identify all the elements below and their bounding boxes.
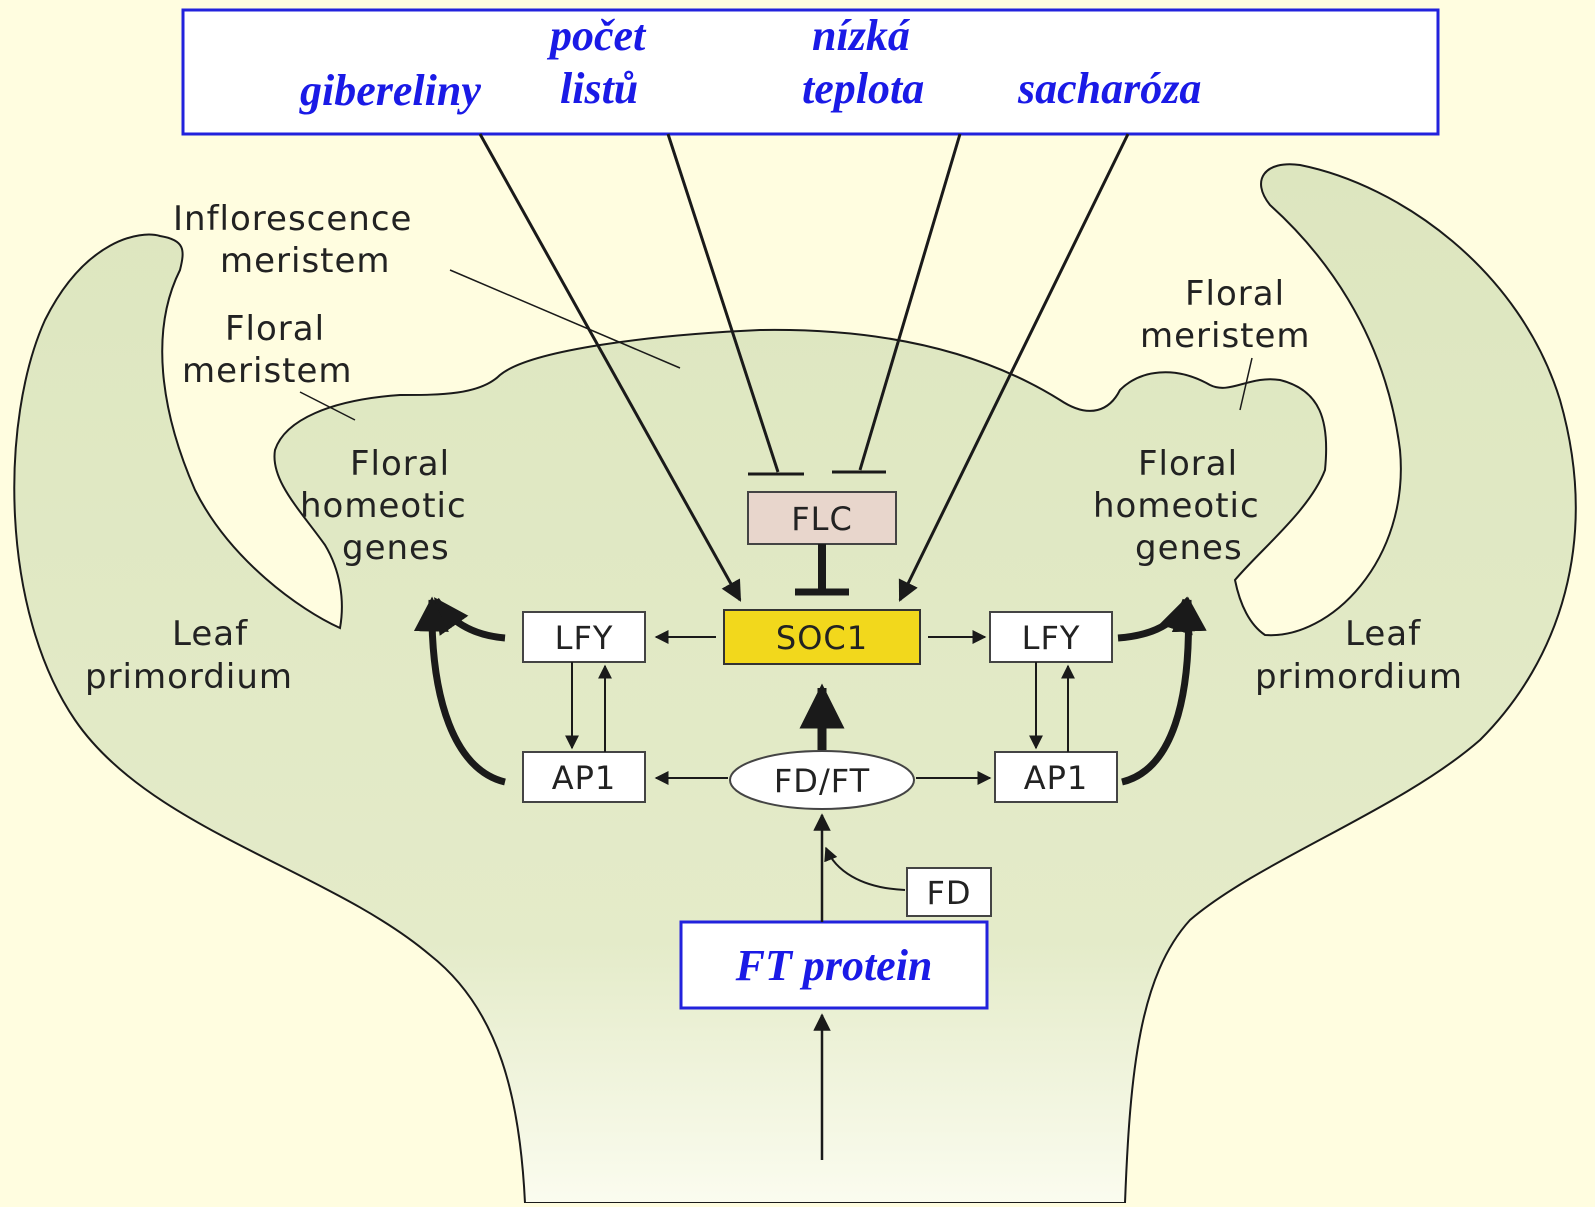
fd-label: FD xyxy=(926,874,971,912)
inflorescence-meristem-label-line1: Inflorescence xyxy=(173,199,412,239)
factor-nizka-teplota-line1: nízká xyxy=(812,11,911,60)
leaf-primordium-left-label-line1: Leaf xyxy=(172,614,248,654)
ap1-left-label: AP1 xyxy=(552,759,617,797)
lfy-left-label: LFY xyxy=(555,619,614,657)
ap1-right-label: AP1 xyxy=(1024,759,1089,797)
floral-homeotic-left-label-line2: homeotic xyxy=(300,486,467,526)
floral-meristem-right-label-line2: meristem xyxy=(1140,316,1311,356)
floral-meristem-left-label-line2: meristem xyxy=(182,351,353,391)
leaf-primordium-left-label-line2: primordium xyxy=(85,657,293,697)
floral-homeotic-left-label-line1: Floral xyxy=(350,444,450,484)
factor-pocet-listu-line1: počet xyxy=(546,11,647,60)
floral-meristem-left-label-line1: Floral xyxy=(225,309,325,349)
fd-ft-label: FD/FT xyxy=(774,762,870,800)
factor-pocet-listu-line2: listů xyxy=(560,64,638,113)
factor-gibereliny: gibereliny xyxy=(299,66,481,115)
leaf-primordium-right-label-line1: Leaf xyxy=(1345,614,1421,654)
floral-homeotic-right-label-line2: homeotic xyxy=(1093,486,1260,526)
floral-homeotic-right-label-line3: genes xyxy=(1135,528,1243,568)
ft-protein-label: FT protein xyxy=(735,941,933,990)
factor-nizka-teplota-line2: teplota xyxy=(802,64,924,113)
leaf-primordium-right-label-line2: primordium xyxy=(1255,657,1463,697)
lfy-right-label: LFY xyxy=(1022,619,1081,657)
floral-homeotic-right-label-line1: Floral xyxy=(1138,444,1238,484)
floral-meristem-right-label-line1: Floral xyxy=(1185,274,1285,314)
floral-homeotic-left-label-line3: genes xyxy=(342,528,450,568)
flc-label: FLC xyxy=(791,500,853,538)
soc1-label: SOC1 xyxy=(776,619,868,657)
inflorescence-meristem-label-line2: meristem xyxy=(220,241,391,281)
factor-sacharoza: sacharóza xyxy=(1017,64,1201,113)
